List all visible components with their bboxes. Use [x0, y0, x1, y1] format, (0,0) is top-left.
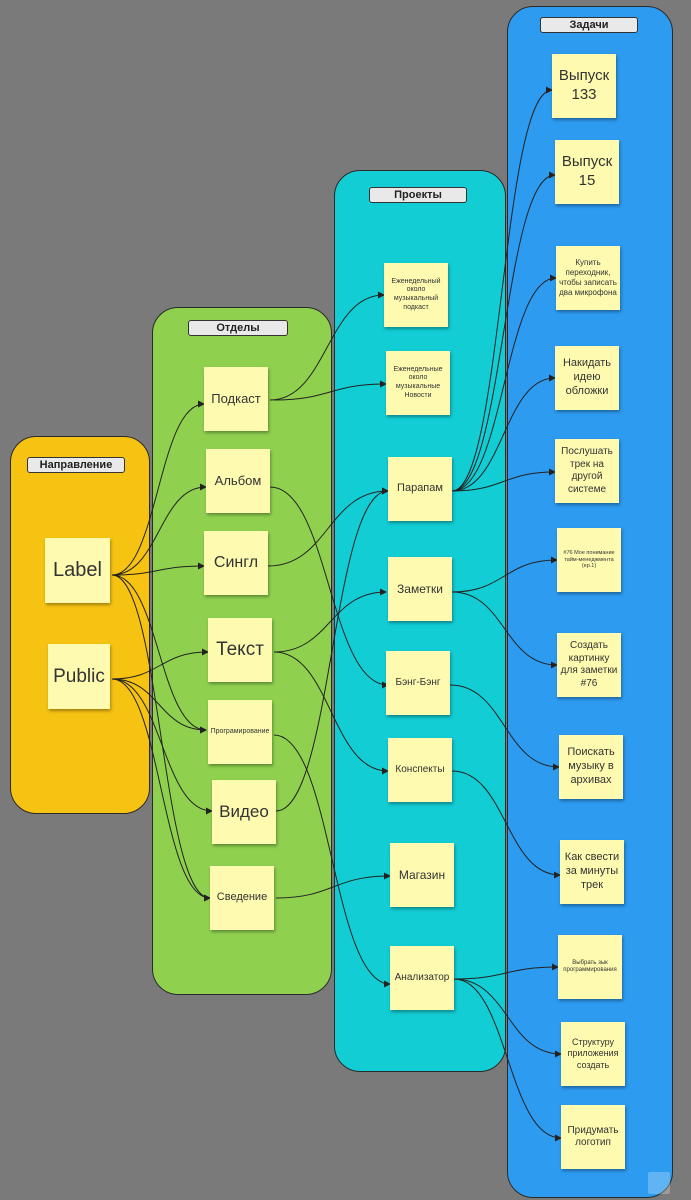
lane-title-departments: Отделы [188, 320, 288, 336]
sticky-how-to-mix[interactable]: Как свести за минуты трек [560, 840, 624, 904]
sticky-summaries[interactable]: Конспекты [388, 738, 452, 802]
sticky-choose-language[interactable]: Выбрать зык программирования [558, 935, 622, 999]
lane-title-projects: Проекты [369, 187, 467, 203]
sticky-parapam[interactable]: Парапам [388, 457, 452, 521]
sticky-logo[interactable]: Придумать логотип [561, 1105, 625, 1169]
sticky-search-music[interactable]: Поискать музыку в архивах [559, 735, 623, 799]
sticky-weekly-podcast[interactable]: Еженедельный около музыкальный подкаст [384, 263, 448, 327]
sticky-programming[interactable]: Програмирование [208, 700, 272, 764]
sticky-episode-15[interactable]: Выпуск 15 [555, 140, 619, 204]
sticky-notes[interactable]: Заметки [388, 557, 452, 621]
sticky-label[interactable]: Label [45, 538, 110, 603]
sticky-public[interactable]: Public [48, 644, 110, 709]
sticky-analyzer[interactable]: Анализатор [390, 946, 454, 1010]
lane-title-tasks: Задачи [540, 17, 638, 33]
sticky-buy-adapter[interactable]: Купить переходник, чтобы записать два ми… [556, 246, 620, 310]
sticky-store[interactable]: Магазин [390, 843, 454, 907]
sticky-bang-bang[interactable]: Бэнг-Бэнг [386, 651, 450, 715]
watermark-logo [648, 1172, 670, 1194]
sticky-video[interactable]: Видео [212, 780, 276, 844]
sticky-time-management[interactable]: #76 Мое понимание тайм-менеджмента (ep.1… [557, 528, 621, 592]
lane-direction [10, 436, 150, 814]
sticky-episode-133[interactable]: Выпуск 133 [552, 54, 616, 118]
sticky-weekly-news[interactable]: Еженедельные около музыкальные Новости [386, 351, 450, 415]
sticky-listen-track[interactable]: Послушать трек на другой системе [555, 439, 619, 503]
sticky-create-picture[interactable]: Создать картинку для заметки #76 [557, 633, 621, 697]
lane-title-direction: Направление [27, 457, 125, 473]
sticky-cover-idea[interactable]: Накидать идею обложки [555, 346, 619, 410]
sticky-podcast[interactable]: Подкаст [204, 367, 268, 431]
sticky-app-structure[interactable]: Структуру приложения создать [561, 1022, 625, 1086]
sticky-album[interactable]: Альбом [206, 449, 270, 513]
sticky-mixing[interactable]: Сведение [210, 866, 274, 930]
sticky-text[interactable]: Текст [208, 618, 272, 682]
sticky-single[interactable]: Сингл [204, 531, 268, 595]
